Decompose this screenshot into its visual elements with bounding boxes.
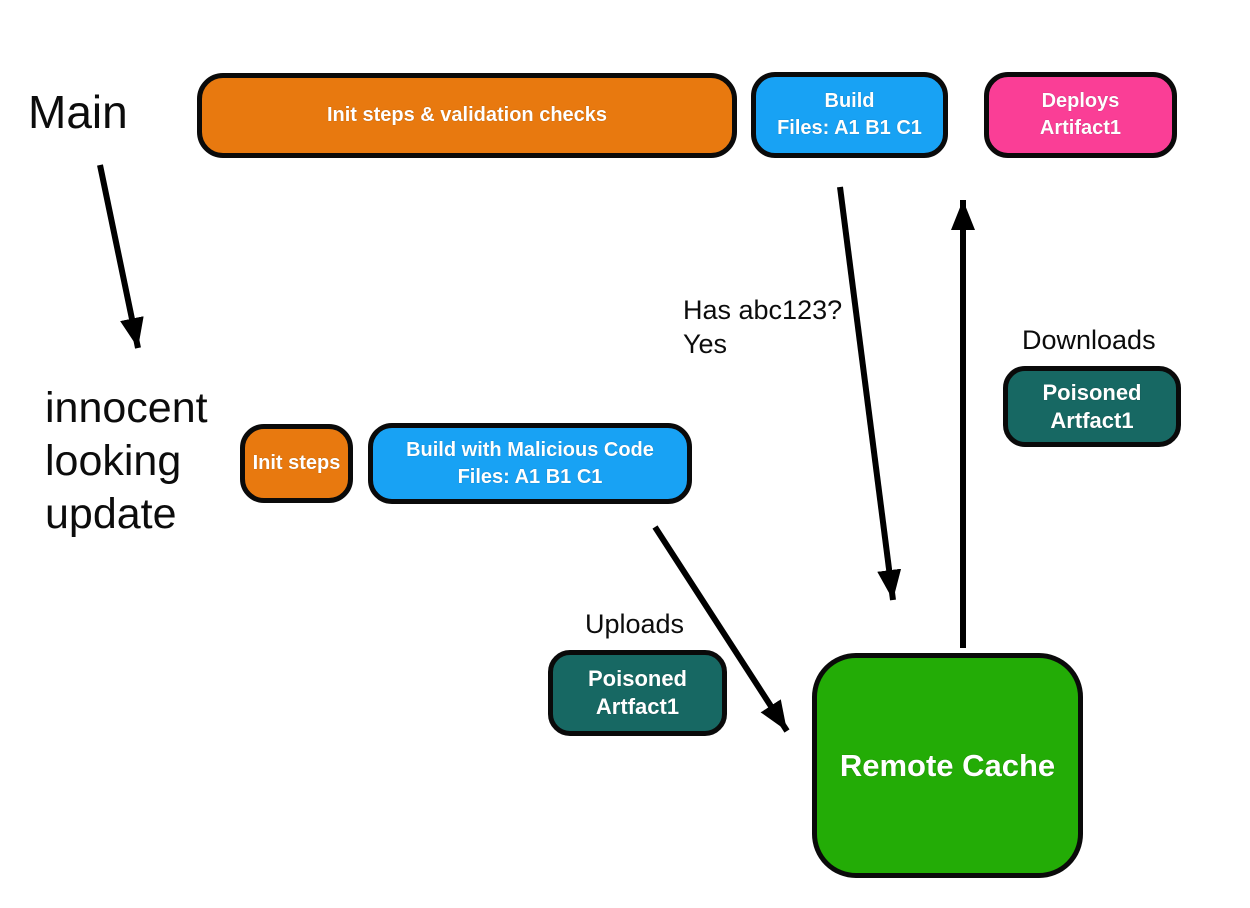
label-has-hash: Has abc123? Yes <box>683 293 842 361</box>
label-downloads: Downloads <box>1022 325 1156 355</box>
node-poisoned-download-line1: Poisoned <box>1042 379 1142 405</box>
label-innocent-line2: looking <box>45 437 182 485</box>
node-init-steps: Init steps <box>240 424 353 503</box>
label-innocent-line1: innocent <box>45 384 208 432</box>
node-build-main-line1: Build <box>824 90 875 112</box>
label-main-branch: Main <box>28 86 128 138</box>
node-build-main: Build Files: A1 B1 C1 <box>751 72 948 158</box>
node-init-validation-label: Init steps & validation checks <box>326 104 608 126</box>
node-poisoned-download-line2: Artfact1 <box>1050 407 1134 433</box>
node-poisoned-artifact-download: Poisoned Artfact1 <box>1003 366 1181 447</box>
node-deploys-artifact: Deploys Artifact1 <box>984 72 1177 158</box>
node-poisoned-upload-line2: Artfact1 <box>595 694 680 719</box>
node-build-main-line2: Files: A1 B1 C1 <box>777 117 922 139</box>
node-deploys-line1: Deploys <box>1041 90 1120 112</box>
node-remote-cache-label: Remote Cache <box>839 747 1056 783</box>
arrow-main-to-update <box>97 164 144 349</box>
label-uploads: Uploads <box>585 609 685 639</box>
node-deploys-line2: Artifact1 <box>1039 117 1122 139</box>
node-remote-cache: Remote Cache <box>812 653 1083 878</box>
node-build-malicious-line2: Files: A1 B1 C1 <box>457 465 603 488</box>
node-build-malicious-line1: Build with Malicious Code <box>406 438 654 461</box>
label-has-hash-answer: Yes <box>683 329 728 359</box>
node-build-malicious: Build with Malicious Code Files: A1 B1 C… <box>368 423 692 504</box>
node-poisoned-artifact-upload: Poisoned Artfact1 <box>548 650 727 736</box>
label-has-hash-question: Has abc123? <box>683 295 843 325</box>
arrow-build-to-cache <box>837 186 902 601</box>
label-innocent-update: innocent looking update <box>45 382 208 541</box>
label-innocent-line3: update <box>45 490 177 538</box>
node-poisoned-upload-line1: Poisoned <box>587 666 687 691</box>
node-init-validation: Init steps & validation checks <box>197 73 737 158</box>
node-init-steps-label: Init steps <box>252 452 341 474</box>
